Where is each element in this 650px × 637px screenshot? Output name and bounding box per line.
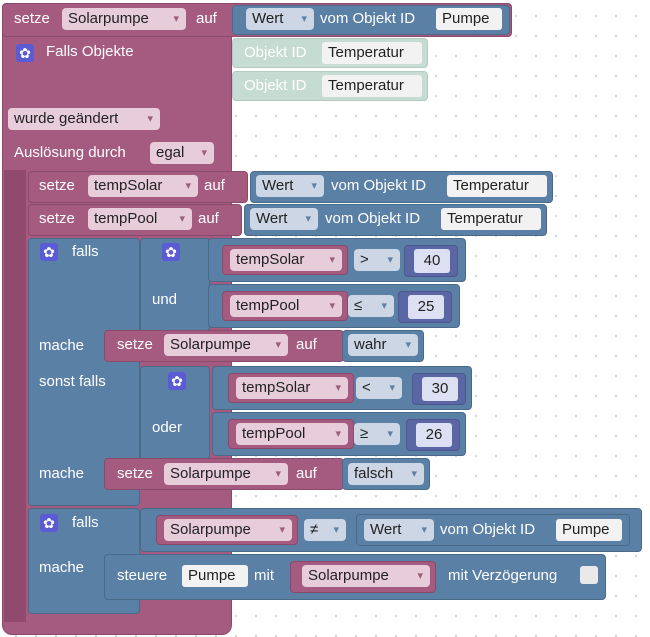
variable-dropdown-tempsolar[interactable]: tempSolar	[88, 175, 198, 197]
oder-label: oder	[152, 419, 183, 436]
delay-checkbox[interactable]	[580, 566, 598, 584]
objekt-id-label-1: Objekt ID	[244, 44, 307, 61]
mit-verzoegerung-label: mit Verzögerung	[448, 567, 558, 584]
variable-dropdown-tempsolar[interactable]: tempSolar	[230, 249, 342, 271]
variable-dropdown-tempsolar[interactable]: tempSolar	[236, 377, 348, 399]
setze-label: setze	[14, 10, 50, 27]
operator-dropdown[interactable]: <	[356, 377, 402, 399]
operator-dropdown[interactable]: >	[354, 249, 400, 271]
mit-label: mit	[254, 567, 274, 584]
operator-dropdown[interactable]: ≤	[348, 295, 394, 317]
auf-label: auf	[198, 210, 219, 227]
wert-dropdown[interactable]: Wert	[256, 175, 324, 197]
ausloesung-dropdown[interactable]: egal	[150, 142, 214, 164]
objekt-id-label-2: Objekt ID	[244, 77, 307, 94]
variable-dropdown-temppool[interactable]: tempPool	[230, 295, 342, 317]
wert-dropdown[interactable]: Wert	[364, 519, 434, 541]
variable-dropdown-solarpumpe[interactable]: Solarpumpe	[62, 8, 186, 30]
setze-label: setze	[117, 465, 153, 482]
falls-label: falls	[72, 243, 99, 260]
wert-dropdown[interactable]: Wert	[250, 208, 318, 230]
setze-label: setze	[39, 177, 75, 194]
operator-dropdown[interactable]: ≥	[354, 423, 400, 445]
condition-dropdown[interactable]: wurde geändert	[8, 108, 160, 130]
object-id-field-pumpe[interactable]: Pumpe	[556, 519, 622, 541]
auf-label: auf	[196, 10, 217, 27]
gear-icon[interactable]: ✿	[162, 243, 180, 261]
variable-dropdown-temppool[interactable]: tempPool	[236, 423, 348, 445]
variable-dropdown-solarpumpe[interactable]: Solarpumpe	[164, 519, 292, 541]
gear-icon[interactable]: ✿	[16, 44, 34, 62]
gear-icon[interactable]: ✿	[40, 514, 58, 532]
boolean-dropdown[interactable]: falsch	[348, 463, 424, 485]
vom-objekt-id-label: vom Objekt ID	[440, 521, 536, 538]
variable-dropdown-solarpumpe[interactable]: Solarpumpe	[302, 565, 430, 587]
number-field-26[interactable]: 26	[416, 423, 452, 447]
auf-label: auf	[296, 465, 317, 482]
vom-objekt-id-label: vom Objekt ID	[325, 210, 421, 227]
und-label: und	[152, 291, 178, 308]
mache-label: mache	[39, 465, 85, 482]
vom-objekt-id-label: vom Objekt ID	[320, 10, 416, 27]
gear-icon[interactable]: ✿	[40, 243, 58, 261]
auf-label: auf	[296, 336, 317, 353]
wert-dropdown[interactable]: Wert	[246, 8, 314, 30]
gear-icon[interactable]: ✿	[168, 372, 186, 390]
trigger-statement-rail	[4, 170, 26, 622]
variable-dropdown-temppool[interactable]: tempPool	[88, 208, 192, 230]
boolean-dropdown[interactable]: wahr	[348, 334, 418, 356]
object-id-field-temperatur[interactable]: Temperatur	[441, 208, 541, 230]
mache-label: mache	[39, 559, 85, 576]
falls-objekte-label: Falls Objekte	[46, 43, 134, 60]
sonst-falls-label: sonst falls	[39, 373, 106, 390]
falls-label: falls	[72, 514, 99, 531]
setze-label: setze	[117, 336, 153, 353]
setze-label: setze	[39, 210, 75, 227]
object-id-field-pumpe[interactable]: Pumpe	[182, 565, 248, 587]
auf-label: auf	[204, 177, 225, 194]
number-field-30[interactable]: 30	[422, 377, 458, 401]
number-field-40[interactable]: 40	[414, 249, 450, 273]
vom-objekt-id-label: vom Objekt ID	[331, 177, 427, 194]
object-id-field-pumpe[interactable]: Pumpe	[436, 8, 502, 30]
steuere-label: steuere	[117, 567, 168, 584]
object-id-field-temperatur-2[interactable]: Temperatur	[322, 75, 422, 97]
object-id-field-temperatur[interactable]: Temperatur	[447, 175, 547, 197]
object-id-field-temperatur-1[interactable]: Temperatur	[322, 42, 422, 64]
number-field-25[interactable]: 25	[408, 295, 444, 319]
mache-label: mache	[39, 337, 85, 354]
ausloesung-label: Auslösung durch	[14, 144, 126, 161]
operator-dropdown[interactable]: ≠	[304, 519, 346, 541]
variable-dropdown-solarpumpe[interactable]: Solarpumpe	[164, 463, 288, 485]
variable-dropdown-solarpumpe[interactable]: Solarpumpe	[164, 334, 288, 356]
